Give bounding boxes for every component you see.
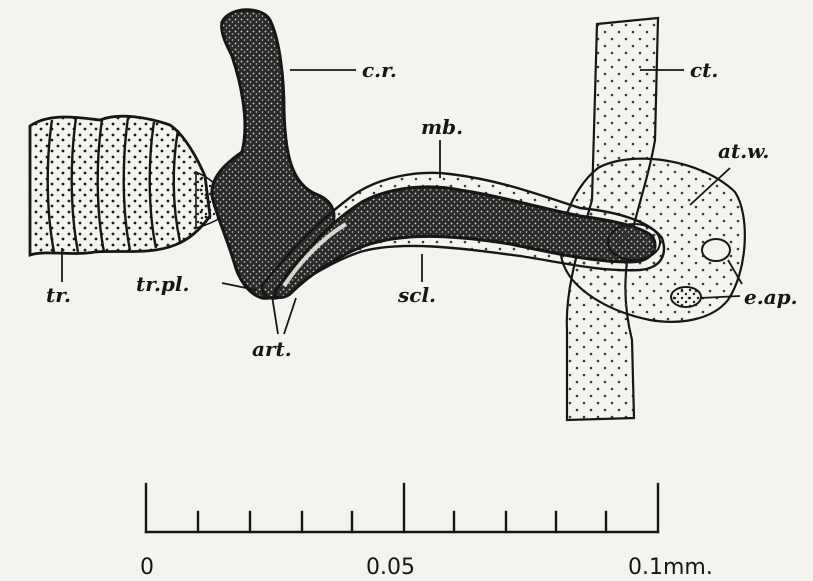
external-aperture-upper	[702, 239, 730, 261]
trachea	[30, 116, 210, 255]
label-tracheal-plate: tr.pl.	[136, 272, 189, 296]
scale-bar: 0 0.05 0.1mm.	[140, 484, 713, 580]
label-articulation: art.	[252, 337, 292, 361]
external-aperture-lower	[671, 287, 701, 307]
label-sclerite: scl.	[397, 283, 436, 307]
sclerite-lumen	[608, 224, 660, 260]
scale-tick-label-mid: 0.05	[366, 555, 415, 580]
scale-tick-label-0: 0	[140, 555, 154, 580]
label-external-aperture: e.ap.	[744, 285, 798, 309]
label-atrial-wall: at.w.	[718, 139, 769, 163]
label-cuticle: ct.	[690, 58, 718, 82]
scale-tick-label-max: 0.1mm.	[628, 555, 713, 580]
label-membrane: mb.	[421, 115, 463, 139]
label-trachea: tr.	[46, 283, 71, 307]
label-closing-rod: c.r.	[362, 58, 397, 82]
